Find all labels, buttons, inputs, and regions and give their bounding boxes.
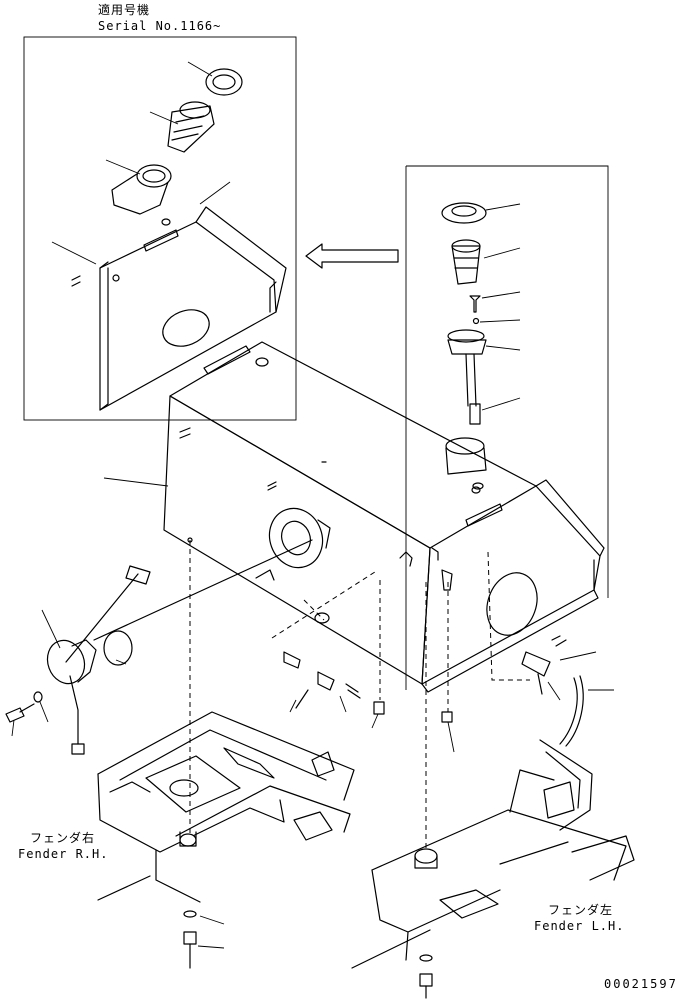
inset-serial-frame bbox=[23, 36, 297, 421]
fender-lh-label: Fender L.H. bbox=[534, 919, 625, 933]
drawing-number: 00021597 bbox=[604, 977, 678, 991]
fender-rh-label: Fender R.H. bbox=[18, 847, 109, 861]
applicable-serial-jp: 適用号機 bbox=[98, 3, 151, 17]
fuel-sender bbox=[5, 539, 313, 755]
applicable-serial-number: Serial No.1166~ bbox=[98, 19, 222, 33]
fittings bbox=[189, 540, 614, 850]
inset-right-frame bbox=[405, 165, 609, 690]
fender-rh-label-jp: フェンダ右 bbox=[30, 831, 96, 845]
fender-lh bbox=[351, 739, 635, 999]
fender-rh bbox=[97, 711, 355, 969]
reference-arrow bbox=[305, 243, 399, 269]
fender-lh-label-jp: フェンダ左 bbox=[548, 903, 614, 917]
fuel-tank bbox=[103, 341, 605, 693]
